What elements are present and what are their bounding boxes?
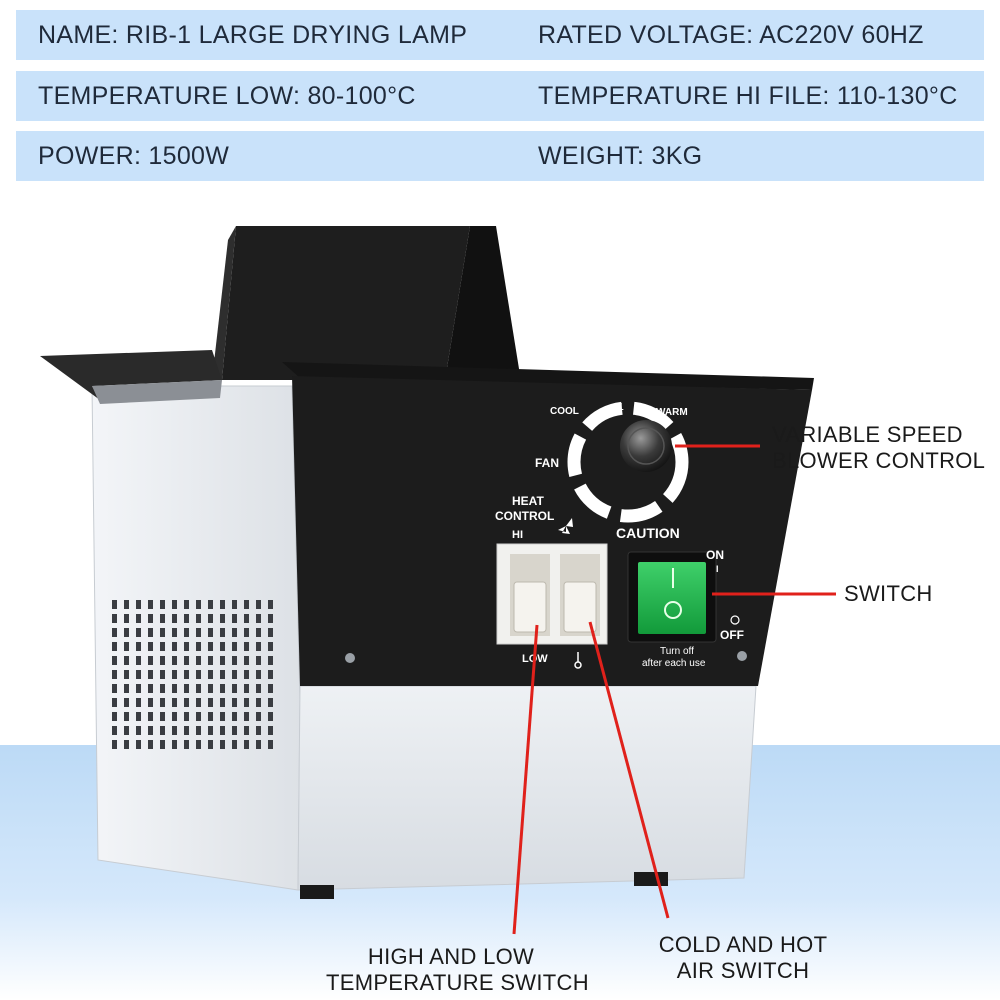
foot-left bbox=[300, 885, 334, 899]
callout-switch: SWITCH bbox=[844, 581, 933, 607]
spec-voltage: RATED VOLTAGE: AC220V 60HZ bbox=[538, 21, 924, 49]
dial-label-cool: COOL bbox=[550, 406, 579, 417]
off-label: OFF bbox=[720, 628, 744, 642]
dial-label-warm: WARM bbox=[656, 407, 688, 418]
spec-temp-hi: TEMPERATURE HI FILE: 110-130°C bbox=[538, 82, 958, 110]
callout-blower-control: VARIABLE SPEED BLOWER CONTROL bbox=[772, 422, 985, 474]
callout-temp-line-1: HIGH AND LOW bbox=[367, 944, 535, 969]
dial-label-1: 1 bbox=[618, 402, 624, 413]
caution-label: CAUTION bbox=[616, 525, 680, 541]
callout-air-line-1: COLD AND HOT bbox=[658, 932, 828, 957]
control-label: CONTROL bbox=[495, 509, 554, 523]
dial-label-2: 2 bbox=[568, 457, 574, 469]
power-switch[interactable] bbox=[627, 551, 717, 643]
panel-screws bbox=[345, 651, 747, 663]
blower-knob[interactable] bbox=[620, 420, 672, 472]
callout-air-line-2: AIR SWITCH bbox=[676, 958, 810, 983]
dial-label-fan: FAN bbox=[535, 456, 559, 470]
callout-air-switch: COLD AND HOT AIR SWITCH bbox=[638, 932, 848, 984]
vent-grille bbox=[112, 600, 273, 749]
side-body bbox=[91, 385, 301, 891]
callout-switch-line: SWITCH bbox=[844, 581, 933, 606]
hood bbox=[212, 226, 520, 380]
spec-row-3: POWER: 1500W WEIGHT: 3KG bbox=[16, 131, 984, 181]
hi-label: HI bbox=[512, 529, 523, 541]
front-body bbox=[297, 685, 757, 891]
spec-row-1: NAME: RIB-1 LARGE DRYING LAMP RATED VOLT… bbox=[16, 10, 984, 60]
hi-low-switch[interactable] bbox=[510, 554, 550, 636]
dial-label-4: 4 bbox=[680, 457, 687, 469]
spec-temp-low: TEMPERATURE LOW: 80-100°C bbox=[38, 82, 416, 110]
on-mark: I bbox=[716, 564, 719, 574]
thermometer-icon bbox=[574, 652, 582, 669]
callout-lines bbox=[512, 444, 836, 935]
spec-row-2: TEMPERATURE LOW: 80-100°C TEMPERATURE HI… bbox=[16, 71, 984, 121]
spec-power: POWER: 1500W bbox=[38, 142, 230, 170]
turn-off-line-1: Turn off bbox=[660, 646, 694, 657]
on-label: ON bbox=[706, 548, 724, 562]
fan-icon bbox=[558, 518, 573, 534]
spec-name: NAME: RIB-1 LARGE DRYING LAMP bbox=[38, 21, 468, 49]
top-tray bbox=[40, 350, 814, 404]
callout-blower-line-1: VARIABLE SPEED bbox=[772, 422, 963, 447]
hot-cold-switch[interactable] bbox=[560, 554, 600, 636]
callout-temp-switch: HIGH AND LOW TEMPERATURE SWITCH bbox=[326, 944, 589, 996]
blower-dial-scale bbox=[567, 401, 689, 523]
turn-off-line-2: after each use bbox=[642, 658, 706, 669]
spec-weight: WEIGHT: 3KG bbox=[538, 142, 703, 170]
off-mark-icon bbox=[730, 615, 740, 625]
heat-label: HEAT bbox=[512, 494, 544, 508]
callout-temp-line-2: TEMPERATURE SWITCH bbox=[326, 970, 589, 995]
foot-right bbox=[634, 872, 668, 886]
callout-blower-line-2: BLOWER CONTROL bbox=[772, 448, 986, 473]
